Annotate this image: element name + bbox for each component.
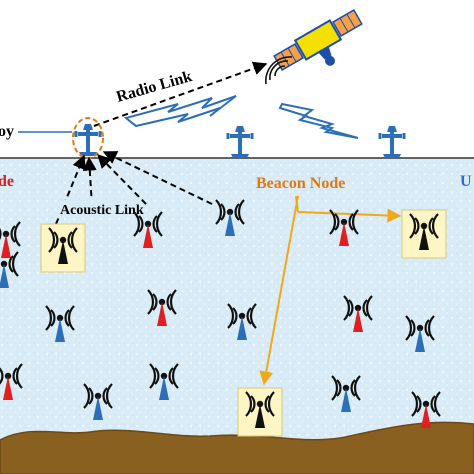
beacon-node-label: Beacon Node [256, 175, 345, 192]
acoustic-link-label-bg [58, 200, 140, 218]
satellite-signal-icon [265, 56, 293, 85]
lightning-bolt-icon [278, 102, 359, 139]
lightning-bolt-icon [123, 95, 237, 128]
acoustic-link-label: Acoustic Link [60, 203, 144, 218]
beacon-pointer-arrows [259, 195, 402, 386]
beacon-node-icon [40, 223, 86, 273]
partial-label: U [460, 173, 472, 190]
seabed [0, 421, 474, 474]
node-label: de [0, 173, 14, 190]
beacon-node-icon [237, 387, 283, 437]
buoy-label: oy [0, 123, 14, 140]
beacon-node-icon [401, 209, 447, 259]
radio-link-arrow [93, 61, 268, 127]
satellite-icon [273, 9, 363, 71]
